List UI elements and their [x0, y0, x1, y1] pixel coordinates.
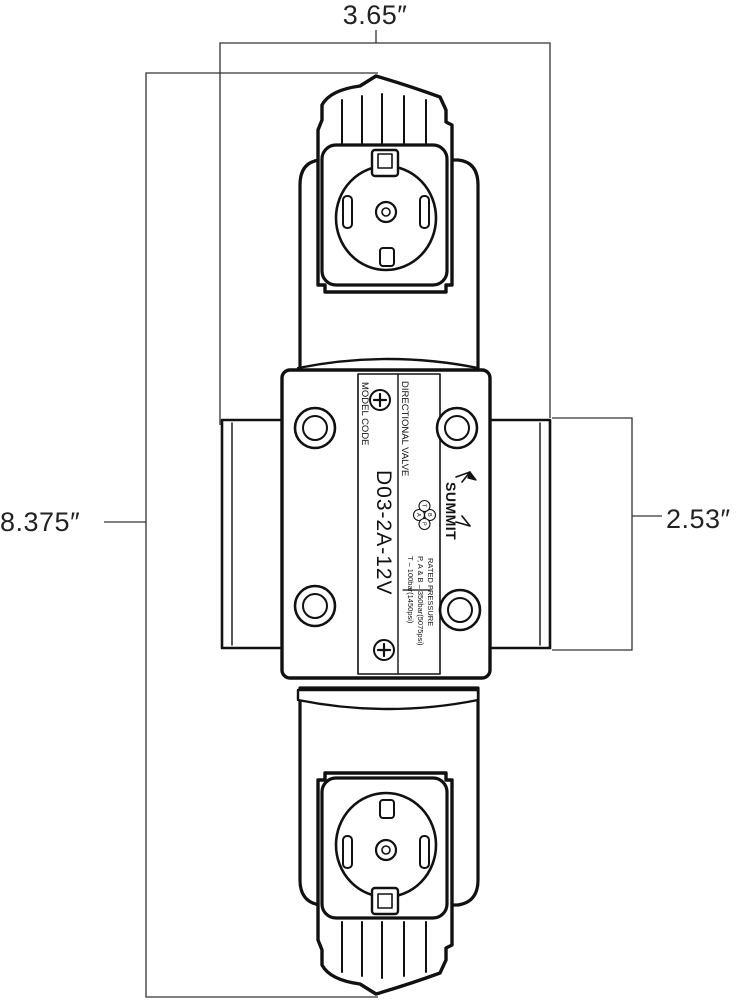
- label-brand: SUMMIT: [443, 482, 459, 540]
- lower-collar: [296, 688, 480, 711]
- height-dimension-bracket: [145, 72, 378, 998]
- label-pressure-heading: RATED PRESSURE: [426, 558, 435, 626]
- port-symbol-icon: [412, 499, 437, 531]
- width-dimension-label: 3.65″: [342, 0, 408, 30]
- plate-screw-bottom-icon: [373, 639, 395, 661]
- width-dimension-bracket: [219, 42, 551, 425]
- depth-dimension-bracket: [552, 417, 633, 651]
- label-model-heading: MODEL CODE: [359, 382, 370, 446]
- label-title: DIRECTIONAL VALVE: [399, 381, 410, 476]
- label-pressure-line-2: T – 100bar(1450psi): [406, 556, 415, 624]
- mounting-bolt-bottom-right: [438, 588, 482, 632]
- lower-cap-ribs: [341, 921, 427, 979]
- label-pressure-line-1: P, A & B – 350bar(5075psi): [416, 556, 425, 646]
- mounting-bolt-top-left: [293, 406, 337, 450]
- upper-cap-ribs: [341, 93, 427, 149]
- lower-socket-slots: [342, 799, 430, 869]
- height-dimension-label: 8.375″: [0, 507, 81, 537]
- port-label-a: A: [415, 513, 421, 517]
- plate-screw-top-icon: [369, 389, 391, 411]
- label-model-code: D03-2A-12V: [372, 470, 395, 596]
- mounting-bolt-bottom-left: [293, 584, 337, 628]
- port-label-t: T: [421, 504, 427, 508]
- port-label-p: P: [421, 522, 427, 526]
- upper-socket-slots: [342, 195, 430, 267]
- dimension-lines: [104, 30, 662, 998]
- depth-dimension-label: 2.53″: [666, 504, 731, 534]
- mounting-bolt-top-right: [435, 406, 479, 450]
- port-label-b: B: [426, 513, 432, 517]
- label-text-group: DIRECTIONAL VALVE MODEL CODE D03-2A-12V …: [359, 381, 459, 646]
